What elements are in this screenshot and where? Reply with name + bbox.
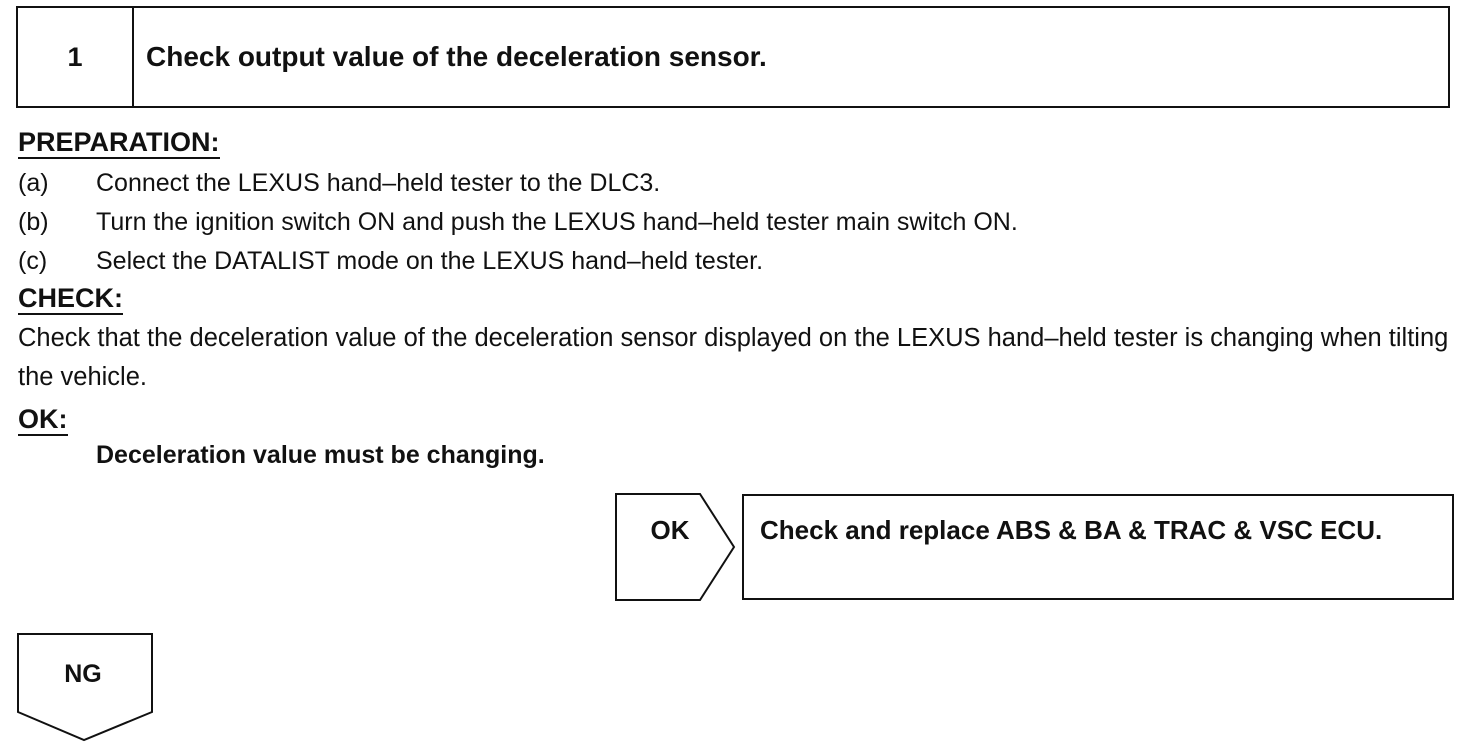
step-number: 1 — [18, 8, 134, 106]
item-text: Select the DATALIST mode on the LEXUS ha… — [96, 247, 764, 275]
ok-spec-value: Deceleration value must be changing. — [96, 441, 545, 469]
preparation-item: (c) Select the DATALIST mode on the LEXUS… — [18, 246, 763, 276]
item-text: Turn the ignition switch ON and push the… — [96, 208, 1018, 236]
preparation-item: (a) Connect the LEXUS hand–held tester to… — [18, 168, 660, 198]
check-heading: CHECK: — [18, 283, 123, 315]
ok-spec-heading: OK: — [18, 404, 68, 436]
preparation-item: (b) Turn the ignition switch ON and push … — [18, 207, 1018, 237]
ok-arrow-shape — [615, 493, 736, 601]
ok-result-box: Check and replace ABS & BA & TRAC & VSC … — [742, 494, 1454, 600]
ok-branch-label: OK — [650, 515, 690, 545]
item-marker: (c) — [18, 247, 48, 275]
step-header: 1 Check output value of the deceleration… — [16, 6, 1450, 108]
step-title: Check output value of the deceleration s… — [146, 41, 767, 72]
item-marker: (a) — [18, 169, 49, 197]
item-text: Connect the LEXUS hand–held tester to th… — [96, 169, 661, 197]
ng-arrow-shape — [17, 633, 153, 742]
check-text: Check that the deceleration value of the… — [18, 324, 1449, 391]
preparation-heading: PREPARATION: — [18, 127, 220, 159]
ng-branch-label: NG — [64, 660, 102, 688]
item-marker: (b) — [18, 208, 49, 236]
